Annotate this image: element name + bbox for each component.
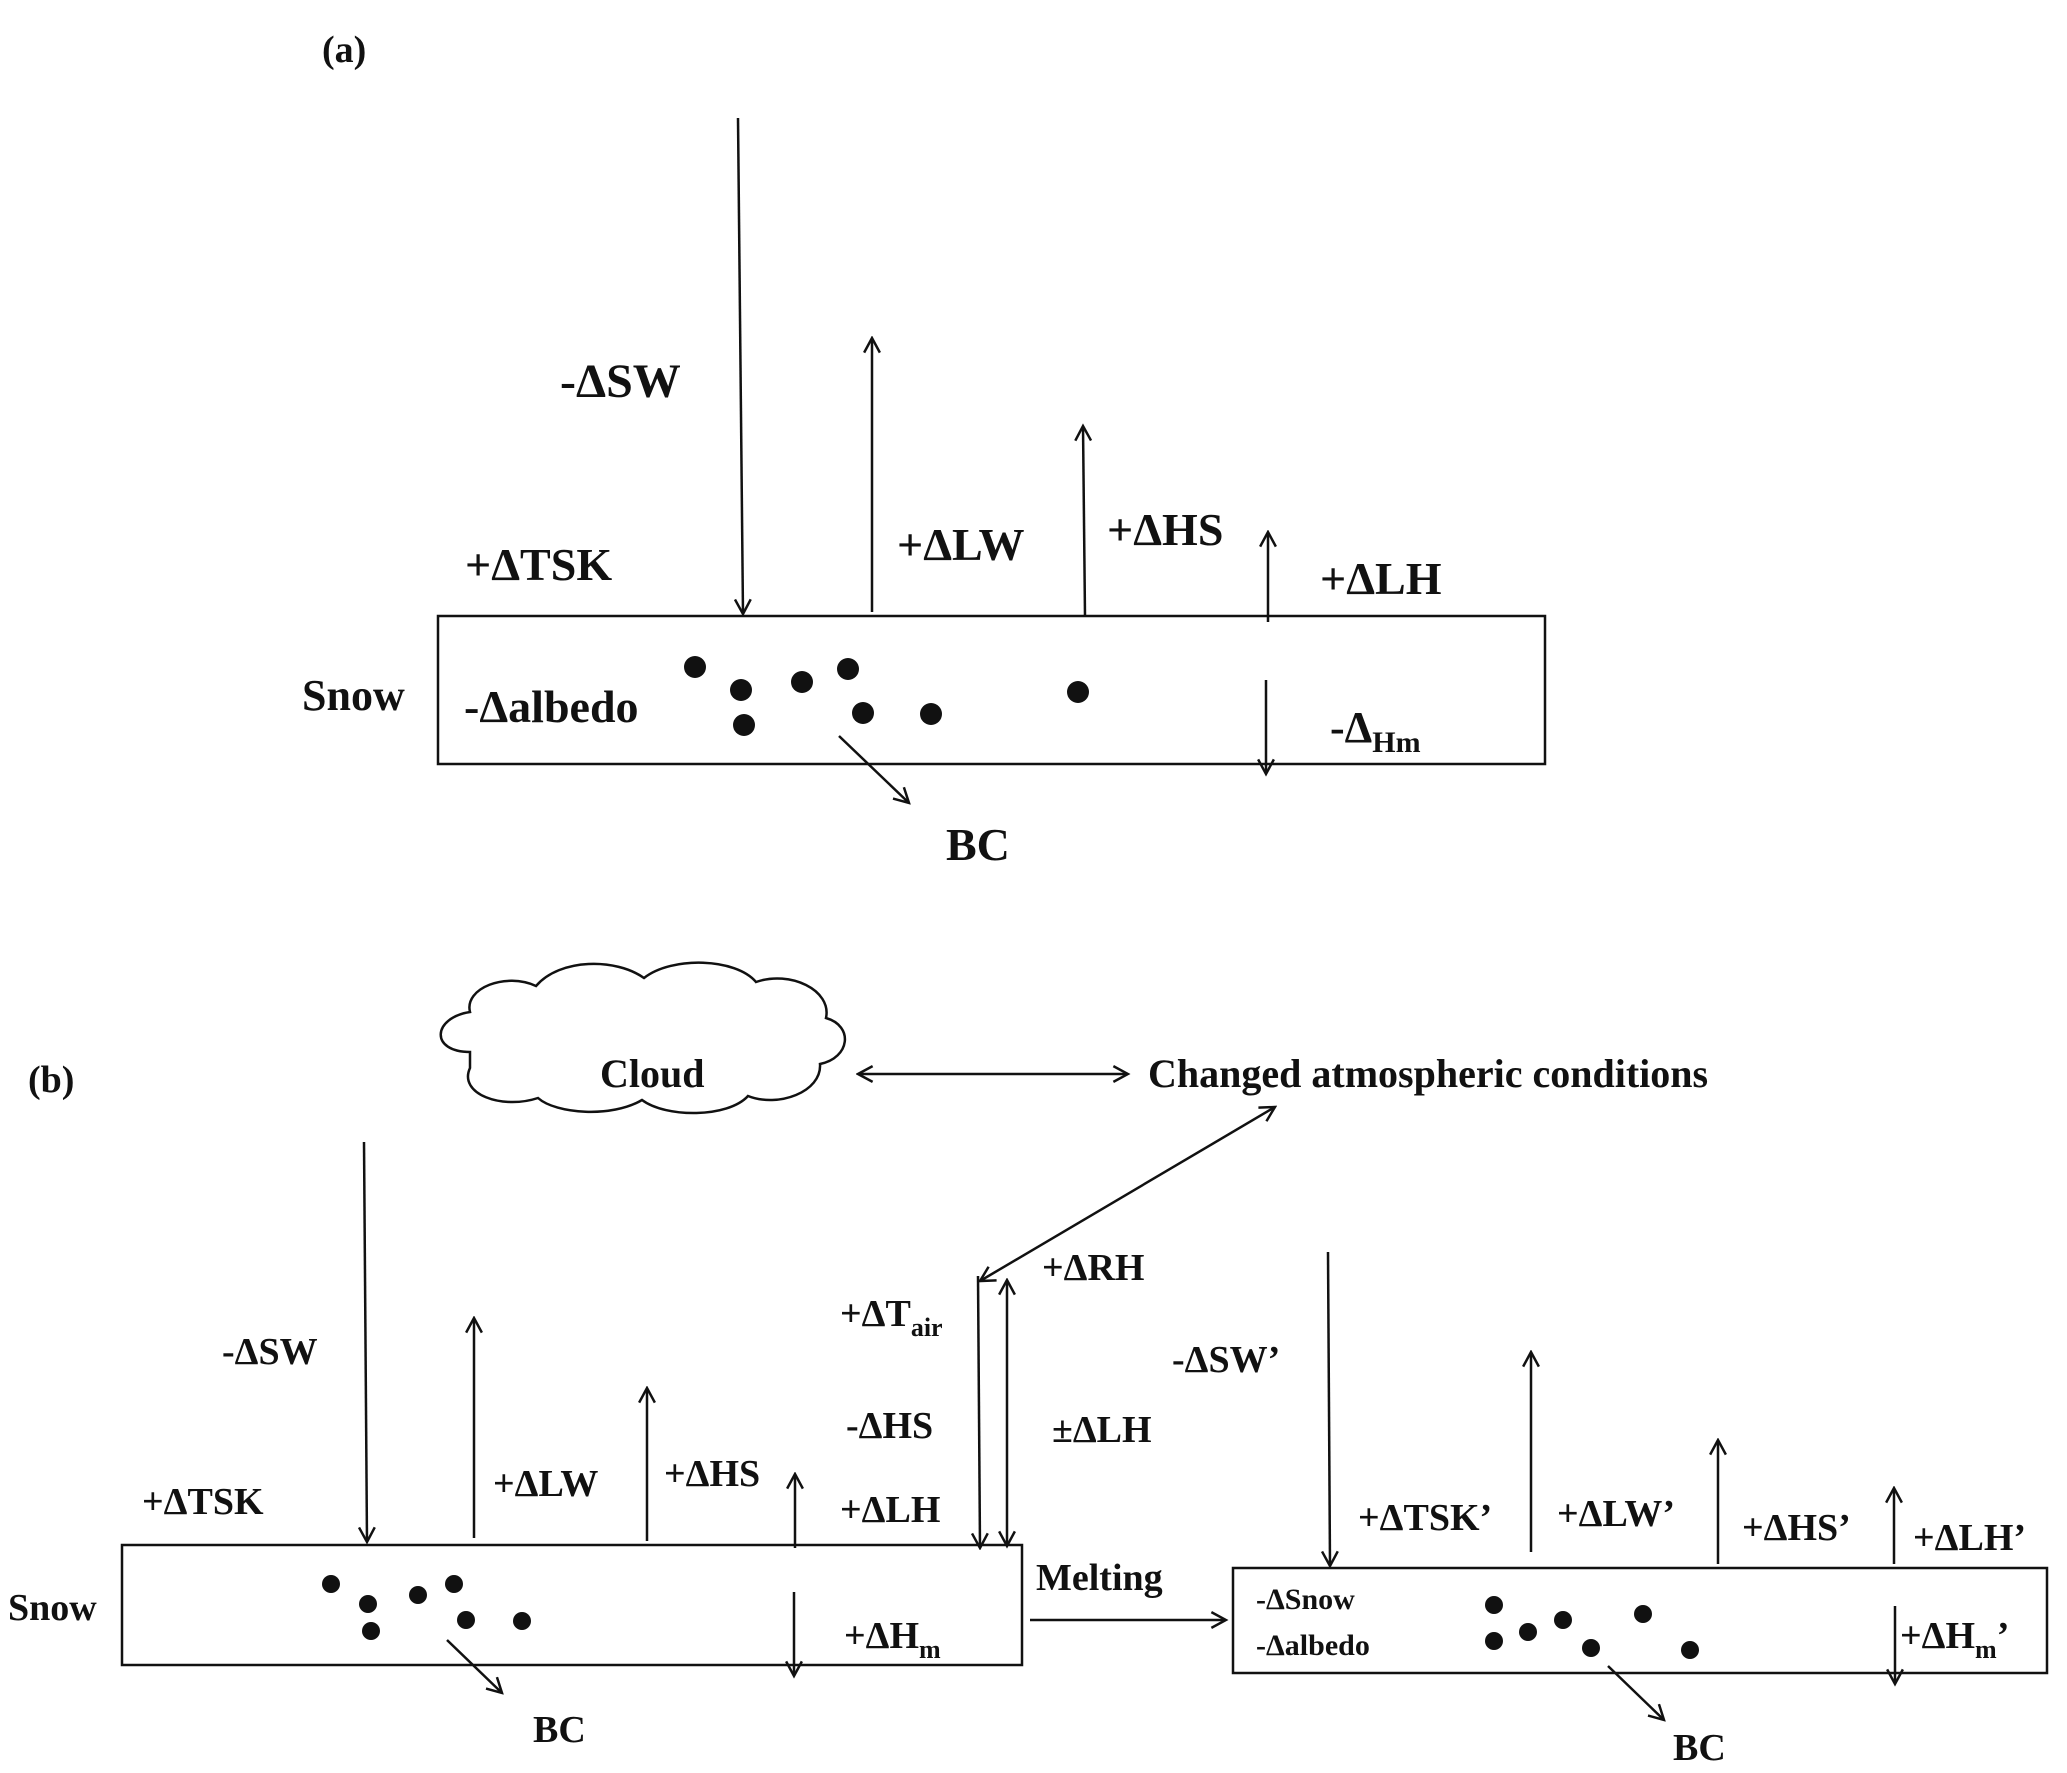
rh-label-b: +ΔRH: [1042, 1247, 1144, 1289]
hm-label-a: -ΔHm: [1330, 703, 1421, 759]
hs2-label: +ΔHS’: [1742, 1507, 1851, 1549]
bc-particle: [359, 1595, 377, 1613]
bc-particle: [445, 1575, 463, 1593]
bc-pointer-b-left: [446, 1639, 502, 1693]
bc-particle: [1681, 1641, 1699, 1659]
snow-label-a: Snow: [302, 671, 405, 720]
bc-particle: [852, 702, 874, 724]
sw2-label: -ΔSW’: [1172, 1339, 1280, 1381]
panel-a-label: (a): [322, 29, 366, 71]
tair-label-b: +ΔTair: [840, 1293, 943, 1342]
lh-pm-label-b: ±ΔLH: [1052, 1409, 1152, 1451]
lw-label-a: +ΔLW: [897, 519, 1025, 570]
tsk-label-b: +ΔTSK: [142, 1481, 264, 1523]
bc-particles-b-left: [322, 1575, 531, 1640]
bc-label-b-left: BC: [533, 1709, 586, 1751]
sw-arrow-a: [738, 117, 743, 614]
bc-particle: [684, 656, 706, 678]
panel-b-label: (b): [28, 1059, 74, 1101]
bc-pointer-b-right: [1607, 1665, 1664, 1720]
bc-particle: [920, 703, 942, 725]
atmos-tair-arrow: [980, 1107, 1275, 1281]
tair-arrow-b: [978, 1275, 980, 1548]
albedo-label-a: -Δalbedo: [464, 681, 639, 732]
lh-label-a: +ΔLH: [1320, 553, 1442, 604]
sw-arrow-b: [364, 1141, 367, 1542]
cloud-label: Cloud: [600, 1051, 705, 1096]
sw-label-a: -ΔSW: [560, 355, 681, 408]
panel-a: (a) Snow -ΔSW +ΔTSK +ΔLW +ΔHS +ΔLH -ΔHm …: [302, 29, 1547, 870]
dalbedo-label: -Δalbedo: [1256, 1629, 1370, 1662]
snow-label-b: Snow: [8, 1587, 97, 1629]
dsnow-label: -ΔSnow: [1256, 1583, 1355, 1616]
snow-box-b-left: [120, 1543, 1024, 1667]
lw2-label: +ΔLW’: [1557, 1493, 1675, 1535]
atmos-label: Changed atmospheric conditions: [1148, 1051, 1708, 1096]
lh-plus-label-b: +ΔLH: [840, 1489, 940, 1531]
cloud-shape: [439, 961, 846, 1115]
snow-box-a: [436, 614, 1547, 766]
bc-particle: [513, 1612, 531, 1630]
bc-particles-a: [684, 656, 1089, 736]
hm2-label: +ΔHm’: [1900, 1615, 2009, 1664]
bc-particle: [733, 714, 755, 736]
bc-particle: [1485, 1596, 1503, 1614]
hs-arrow-a: [1083, 426, 1085, 617]
bc-particle: [457, 1611, 475, 1629]
bc-particle: [791, 671, 813, 693]
bc-particle: [1067, 681, 1089, 703]
hs-label-a: +ΔHS: [1107, 504, 1223, 555]
lh2-label: +ΔLH’: [1913, 1517, 2026, 1559]
bc-particle: [1485, 1632, 1503, 1650]
bc-particle: [837, 658, 859, 680]
hs-label-b: +ΔHS: [664, 1453, 760, 1495]
panel-b: (b) Cloud Changed atmospheric conditions…: [8, 961, 2049, 1769]
sw2-arrow: [1328, 1251, 1330, 1566]
hs-neg-label-b: -ΔHS: [846, 1405, 933, 1447]
tsk-label-a: +ΔTSK: [465, 539, 612, 590]
sw-label-b: -ΔSW: [222, 1331, 318, 1373]
bc-particle: [322, 1575, 340, 1593]
bc-label-b-right: BC: [1673, 1727, 1726, 1769]
bc-particle: [1582, 1639, 1600, 1657]
snow-box-b-right: [1231, 1566, 2049, 1675]
bc-particle: [409, 1586, 427, 1604]
bc-label-a: BC: [946, 819, 1010, 870]
bc-particle: [1519, 1623, 1537, 1641]
bc-particle: [362, 1622, 380, 1640]
lw-label-b: +ΔLW: [493, 1463, 598, 1505]
bc-particle: [1554, 1611, 1572, 1629]
hm-label-b: +ΔHm: [844, 1615, 941, 1664]
bc-particle: [1634, 1605, 1652, 1623]
melting-label: Melting: [1036, 1557, 1163, 1599]
tsk2-label: +ΔTSK’: [1358, 1497, 1492, 1539]
bc-pointer-a: [838, 735, 909, 803]
bc-particle: [730, 679, 752, 701]
bc-particles-b-right: [1485, 1596, 1699, 1659]
